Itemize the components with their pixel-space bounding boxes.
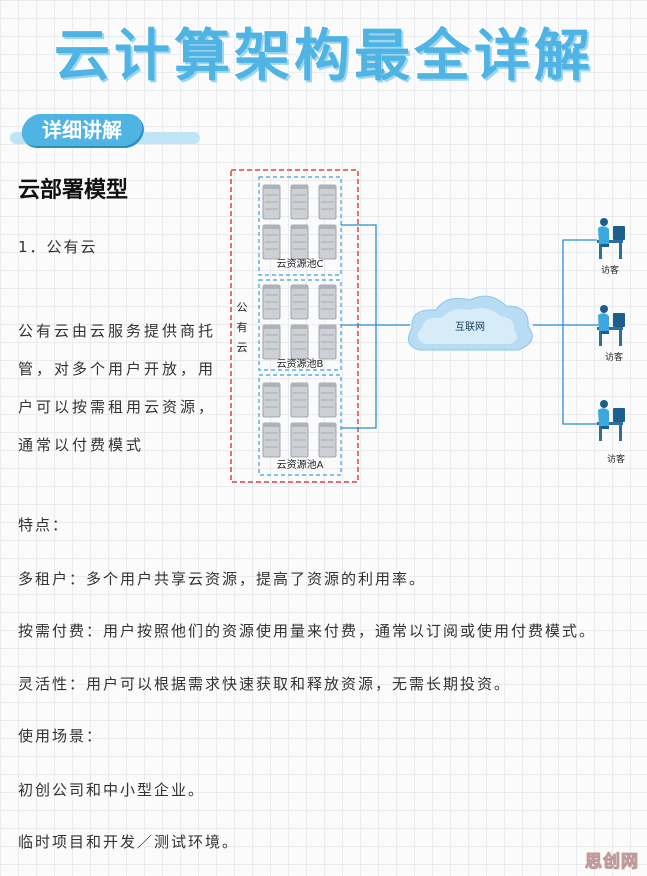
feature-item: 多租户：多个用户共享云资源，提高了资源的利用率。 (18, 570, 427, 588)
visitor-desk-icon (597, 218, 625, 259)
diagram-svg: 云资源池C 云资源池B 云资源池A 互联网 访客 访客 访客 (230, 169, 625, 483)
feature-item: 按需付费：用户按照他们的资源使用量来付费，通常以订阅或使用付费模式。 (18, 622, 597, 640)
section-badge: 详细讲解 (10, 114, 200, 148)
main-title: 云计算架构最全详解 (53, 23, 594, 91)
resource-pool-c (258, 176, 342, 276)
pool-a-label: 云资源池A (277, 458, 324, 471)
pool-bus-line (341, 224, 377, 429)
pool-c-label: 云资源池C (277, 257, 324, 270)
features-heading: 特点： (18, 516, 70, 534)
resource-pool-b (258, 279, 342, 371)
subheading: 1．公有云 (18, 238, 98, 256)
public-cloud-boundary (230, 169, 359, 483)
public-cloud-label: 公有云 (236, 301, 248, 354)
visitor-label-2: 访客 (605, 351, 623, 363)
badge-pill: 详细讲解 (19, 114, 145, 146)
watermark: 思创网 (585, 852, 639, 873)
scenario-item: 临时项目和开发／测试环境。 (18, 833, 240, 851)
badge-label: 详细讲解 (42, 118, 122, 142)
visitor-bus-line (562, 239, 597, 425)
internet-label: 互联网 (455, 321, 485, 333)
section-heading: 云部署模型 (18, 178, 129, 203)
feature-item: 灵活性：用户可以根据需求快速获取和释放资源，无需长期投资。 (18, 675, 512, 693)
pool-b-label: 云资源池B (277, 357, 324, 370)
public-cloud-diagram: 云资源池C 云资源池B 云资源池A 互联网 访客 访客 访客 公有云 (0, 160, 647, 500)
visitor-label-3: 访客 (607, 453, 625, 465)
scenarios-heading: 使用场景： (18, 727, 104, 745)
visitor-label-1: 访客 (601, 264, 619, 276)
scenario-item: 初创公司和中小型企业。 (18, 781, 206, 799)
visitor-desk-icon (597, 400, 625, 441)
description: 公有云由云服务提供商托管，对多个用户开放，用户可以按需租用云资源，通常以付费模式 (18, 322, 217, 454)
visitor-desk-icon (597, 305, 625, 346)
cloud-icon (407, 295, 533, 351)
